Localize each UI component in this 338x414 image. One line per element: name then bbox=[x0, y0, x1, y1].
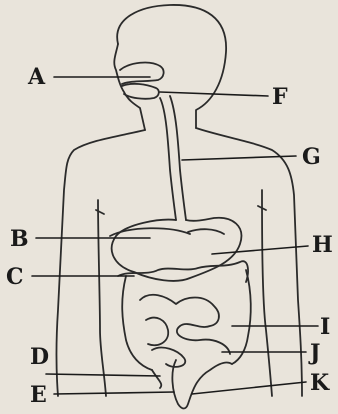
head-outline bbox=[117, 5, 226, 128]
label-h: H bbox=[312, 234, 333, 256]
leader-e bbox=[54, 392, 174, 394]
label-g: G bbox=[302, 146, 321, 168]
leader-g bbox=[182, 156, 296, 160]
ascending-colon bbox=[122, 276, 152, 370]
left-arm-inner bbox=[98, 200, 106, 396]
mouth-cavity bbox=[120, 63, 164, 84]
label-d: D bbox=[30, 346, 49, 368]
left-shoulder bbox=[57, 130, 146, 396]
small-intestine bbox=[140, 295, 230, 367]
label-i: I bbox=[320, 316, 330, 338]
label-b: B bbox=[10, 228, 29, 250]
liver bbox=[110, 228, 190, 236]
right-arm-inner bbox=[262, 190, 272, 396]
oesophagus-left bbox=[160, 98, 176, 220]
tongue bbox=[122, 84, 159, 99]
face-outline bbox=[114, 44, 145, 130]
transverse-colon bbox=[118, 261, 248, 282]
label-a: A bbox=[28, 66, 45, 88]
right-shoulder bbox=[196, 128, 302, 396]
leader-d bbox=[46, 374, 160, 376]
leader-k bbox=[192, 382, 306, 394]
stomach bbox=[112, 218, 242, 281]
descending-colon bbox=[232, 270, 251, 364]
leader-h bbox=[212, 246, 308, 254]
label-c: C bbox=[6, 266, 24, 288]
oesophagus-right bbox=[170, 96, 186, 220]
label-k: K bbox=[310, 372, 329, 394]
label-j: J bbox=[310, 342, 320, 364]
label-f: F bbox=[272, 86, 288, 108]
rectum bbox=[172, 360, 232, 409]
label-e: E bbox=[30, 384, 47, 406]
caecum bbox=[152, 370, 161, 388]
